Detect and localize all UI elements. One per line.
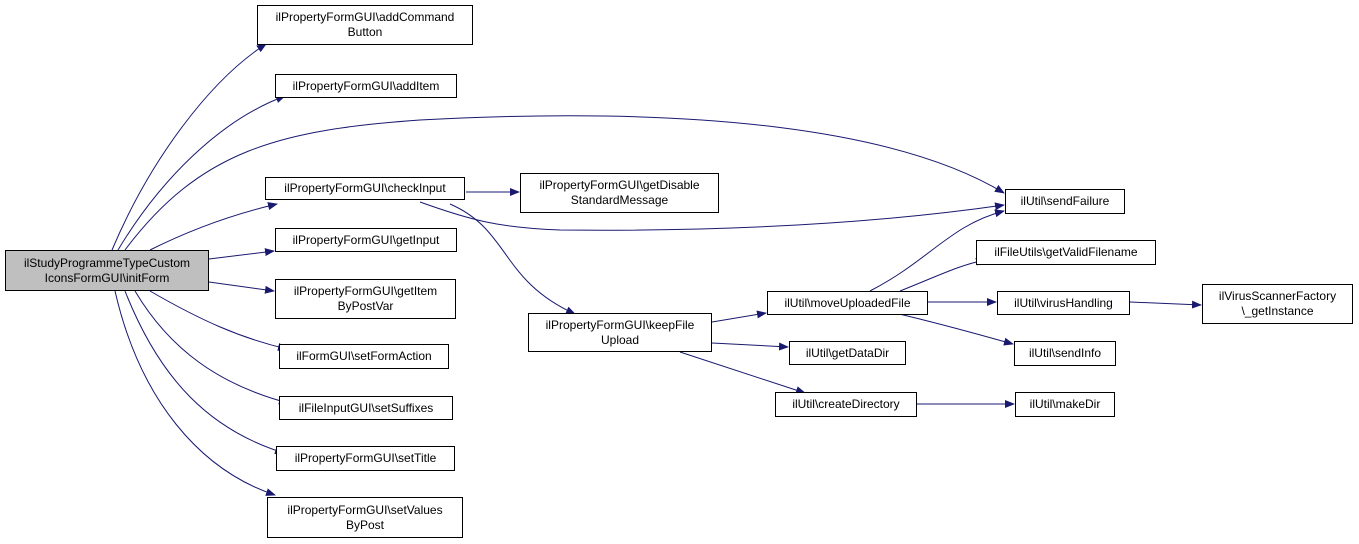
node-label: ilVirusScannerFactory — [1218, 289, 1337, 303]
node-make-dir[interactable]: ilUtil\makeDir — [1015, 392, 1115, 417]
node-label: ilPropertyFormGUI\getDisable — [539, 178, 700, 192]
node-label: ilUtil\createDirectory — [792, 397, 900, 411]
node-check-input[interactable]: ilPropertyFormGUI\checkInput — [265, 177, 465, 200]
node-label: ilPropertyFormGUI\setTitle — [294, 451, 437, 465]
node-get-input[interactable]: ilPropertyFormGUI\getInput — [275, 228, 457, 252]
edge-moveuploadedfile-sendfailure — [869, 209, 1005, 292]
edge-initform-setformaction — [149, 290, 288, 351]
node-virus-handling[interactable]: ilUtil\virusHandling — [997, 291, 1130, 315]
edge-initform-additem — [117, 95, 286, 251]
edge-initform-getitembypostvar — [208, 281, 275, 294]
node-send-failure[interactable]: ilUtil\sendFailure — [1005, 189, 1125, 214]
edge-initform-sendfailure — [124, 115, 1005, 251]
node-label: ByPost — [345, 517, 384, 532]
edge-checkinput-keepfileupload — [449, 203, 576, 315]
node-keep-file-upload[interactable]: ilPropertyFormGUI\keepFile Upload — [528, 313, 712, 352]
edge-keepfileupload-createdirectory — [679, 351, 806, 394]
node-set-suffixes[interactable]: ilFileInputGUI\setSuffixes — [279, 396, 453, 420]
node-label: ilPropertyFormGUI\keepFile — [545, 317, 695, 332]
node-label: ilPropertyFormGUI\addItem — [292, 78, 440, 93]
node-label: ilFileInputGUI\setSuffixes — [298, 400, 434, 415]
node-virus-scanner-factory-get-instance[interactable]: ilVirusScannerFactory \_getInstance — [1202, 284, 1353, 324]
node-label: ilPropertyFormGUI\getInput — [292, 232, 440, 247]
edge-initform-setsuffixes — [134, 290, 289, 405]
node-label: ilPropertyFormGUI\getItem — [293, 284, 438, 298]
node-label: Button — [347, 25, 383, 39]
node-get-disable-standard-message[interactable]: ilPropertyFormGUI\getDisable StandardMes… — [520, 173, 719, 213]
node-root-initform: ilStudyProgrammeTypeCustom IconsFormGUI\… — [5, 250, 209, 291]
edge-moveuploadedfile-sendinfo — [894, 312, 1014, 346]
node-set-values-by-post[interactable]: ilPropertyFormGUI\setValues ByPost — [267, 497, 463, 538]
node-set-form-action[interactable]: ilFormGUI\setFormAction — [279, 344, 449, 369]
node-add-item[interactable]: ilPropertyFormGUI\addItem — [275, 74, 457, 98]
edge-initform-settitle — [124, 290, 285, 455]
edge-initform-setvaluesbypost — [114, 290, 276, 496]
node-label: ByPostVar — [337, 299, 394, 313]
node-label: ilFileUtils\getValidFilename — [994, 245, 1138, 259]
node-label: ilUtil\sendInfo — [1028, 346, 1102, 360]
edge-initform-addcommandbutton — [111, 43, 267, 251]
node-label: IconsFormGUI\initForm — [44, 270, 170, 285]
node-move-uploaded-file[interactable]: ilUtil\moveUploadedFile — [767, 291, 928, 315]
node-label: ilPropertyFormGUI\checkInput — [284, 181, 446, 195]
node-label: ilUtil\moveUploadedFile — [784, 295, 911, 310]
edge-keepfileupload-getdatadir — [711, 342, 789, 351]
node-set-title[interactable]: ilPropertyFormGUI\setTitle — [276, 446, 455, 471]
node-label: StandardMessage — [570, 193, 669, 207]
node-get-data-dir[interactable]: ilUtil\getDataDir — [789, 341, 906, 365]
node-add-command-button[interactable]: ilPropertyFormGUI\addCommand Button — [257, 5, 473, 45]
edge-virushandling-virusscannerfactory — [1129, 300, 1202, 309]
node-label: ilUtil\getDataDir — [805, 345, 890, 360]
node-get-valid-filename[interactable]: ilFileUtils\getValidFilename — [976, 240, 1156, 265]
node-label: ilPropertyFormGUI\setValues — [287, 502, 443, 517]
node-create-directory[interactable]: ilUtil\createDirectory — [775, 392, 917, 417]
node-label: ilFormGUI\setFormAction — [296, 349, 432, 363]
edge-initform-checkinput — [149, 202, 278, 251]
node-label: ilUtil\sendFailure — [1020, 194, 1110, 208]
edge-keepfileupload-moveuploadedfile — [711, 310, 767, 323]
node-label: ilPropertyFormGUI\addCommand — [275, 10, 455, 24]
node-get-item-by-post-var[interactable]: ilPropertyFormGUI\getItem ByPostVar — [275, 279, 456, 319]
node-label: \_getInstance — [1241, 304, 1314, 318]
node-send-info[interactable]: ilUtil\sendInfo — [1014, 341, 1116, 366]
edge-initform-getinput — [208, 248, 275, 260]
node-label: ilStudyProgrammeTypeCustom — [23, 255, 191, 270]
node-label: ilUtil\makeDir — [1029, 397, 1101, 411]
node-label: ilUtil\virusHandling — [1014, 295, 1113, 310]
node-label: Upload — [600, 332, 640, 347]
